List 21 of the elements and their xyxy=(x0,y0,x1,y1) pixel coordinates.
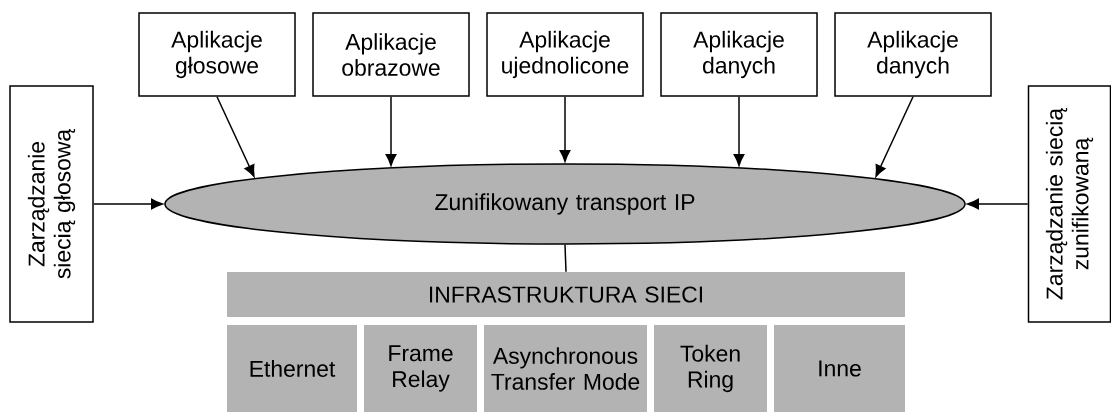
application-box: Aplikacje danych xyxy=(834,12,992,97)
application-box: Aplikacje danych xyxy=(660,12,818,97)
arrow xyxy=(875,96,914,177)
management-box: Zarządzanie siecią głosową xyxy=(9,85,94,323)
technology-cell: Ethernet xyxy=(227,325,357,412)
technology-cell: Inne xyxy=(774,325,905,412)
arrow xyxy=(216,96,255,177)
arrow xyxy=(385,96,397,166)
arrow xyxy=(967,198,1029,210)
application-box: Aplikacje głosowe xyxy=(138,12,296,97)
technology-cell: Token Ring xyxy=(654,325,767,412)
infrastructure-bar: INFRASTRUKTURA SIECI xyxy=(227,272,905,317)
arrow xyxy=(93,198,163,210)
technology-cell: Frame Relay xyxy=(364,325,477,412)
connector-line xyxy=(564,244,567,273)
application-box: Aplikacje obrazowe xyxy=(312,12,470,97)
arrow xyxy=(559,96,571,162)
arrow xyxy=(733,96,745,166)
technology-cell: Asynchronous Transfer Mode xyxy=(484,325,647,412)
management-box: Zarządzanie siecią zunifikowaną xyxy=(1027,85,1111,323)
application-box: Aplikacje ujednolicone xyxy=(486,12,644,97)
